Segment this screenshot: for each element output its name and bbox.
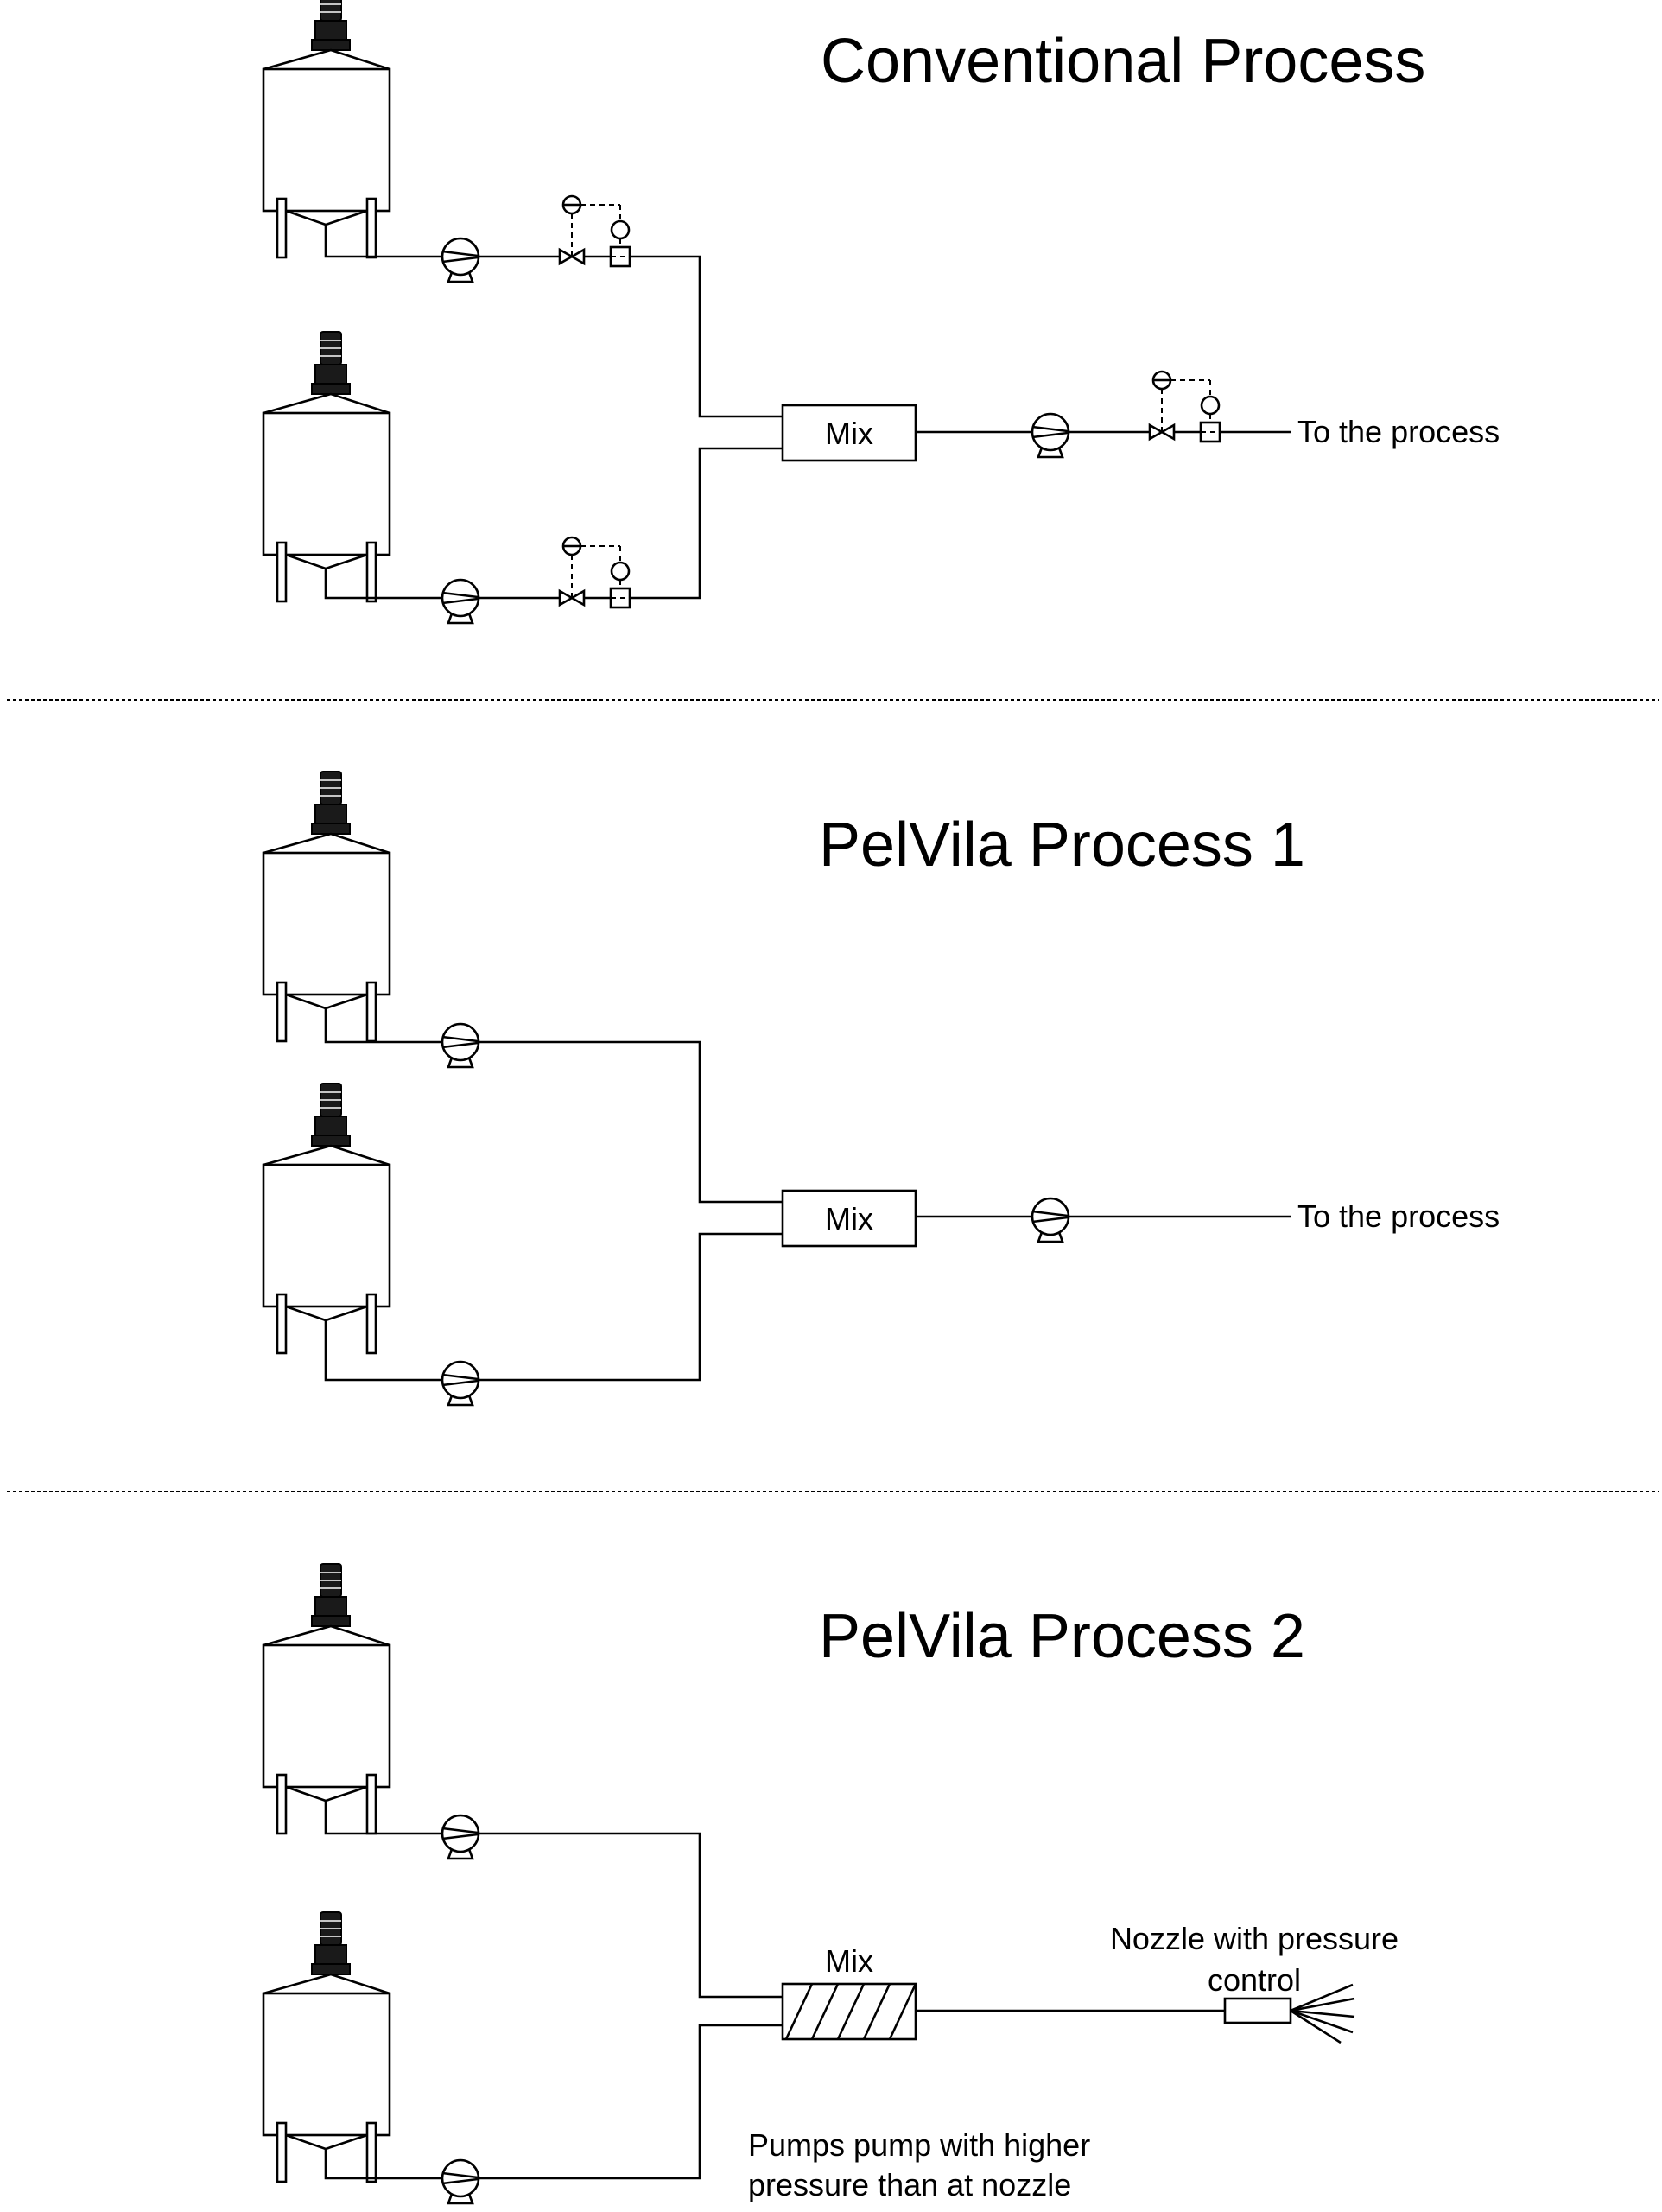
section-title: PelVila Process 2 (819, 1602, 1305, 1671)
nozzle-label-line-2: control (1208, 1962, 1301, 1998)
nozzle-label-line-1: Nozzle with pressure (1110, 1921, 1399, 1956)
outlet-label: To the process (1297, 414, 1500, 449)
pipe-upper (324, 1020, 783, 1204)
section-pelvila-process-1: PelVila Process 1 Mix To the process (262, 770, 1500, 1407)
pipe-lower (324, 1232, 783, 1382)
tank-2 (262, 1082, 391, 1355)
mixer (781, 1189, 917, 1248)
note-line-2: pressure than at nozzle (748, 2167, 1071, 2202)
tank-1 (262, 770, 391, 1043)
tank-2 (262, 1910, 391, 2183)
mixer-label: Mix (825, 1201, 873, 1236)
pump-outlet (1031, 1197, 1070, 1243)
nozzle (1223, 1983, 1355, 2044)
pump-upper (441, 237, 480, 283)
section-pelvila-process-2: PelVila Process 2 Mix Nozzle with pre (262, 1562, 1399, 2205)
pump-outlet (1031, 412, 1070, 459)
pump-upper (441, 1814, 480, 1860)
pipe-lower (324, 447, 783, 600)
static-mixer (781, 1982, 917, 2041)
pump-lower (441, 1360, 480, 1407)
pump-lower (441, 2158, 480, 2205)
mixer-label: Mix (825, 416, 873, 451)
pipe-lower (324, 2024, 783, 2180)
pump-upper (441, 1022, 480, 1069)
section-conventional-process: Conventional Process Mix To the process (262, 0, 1500, 625)
section-title: Conventional Process (821, 27, 1425, 96)
pump-lower (441, 578, 480, 625)
note-line-1: Pumps pump with higher (748, 2127, 1090, 2163)
outlet-label: To the process (1297, 1198, 1500, 1234)
tank-1 (262, 1562, 391, 1835)
tank-1 (262, 0, 391, 259)
tank-2 (262, 330, 391, 603)
pipe-upper (324, 1813, 783, 1999)
mixer (781, 404, 917, 462)
mixer-label: Mix (825, 1943, 873, 1979)
pipe-upper (324, 237, 783, 418)
section-title: PelVila Process 1 (819, 810, 1305, 880)
